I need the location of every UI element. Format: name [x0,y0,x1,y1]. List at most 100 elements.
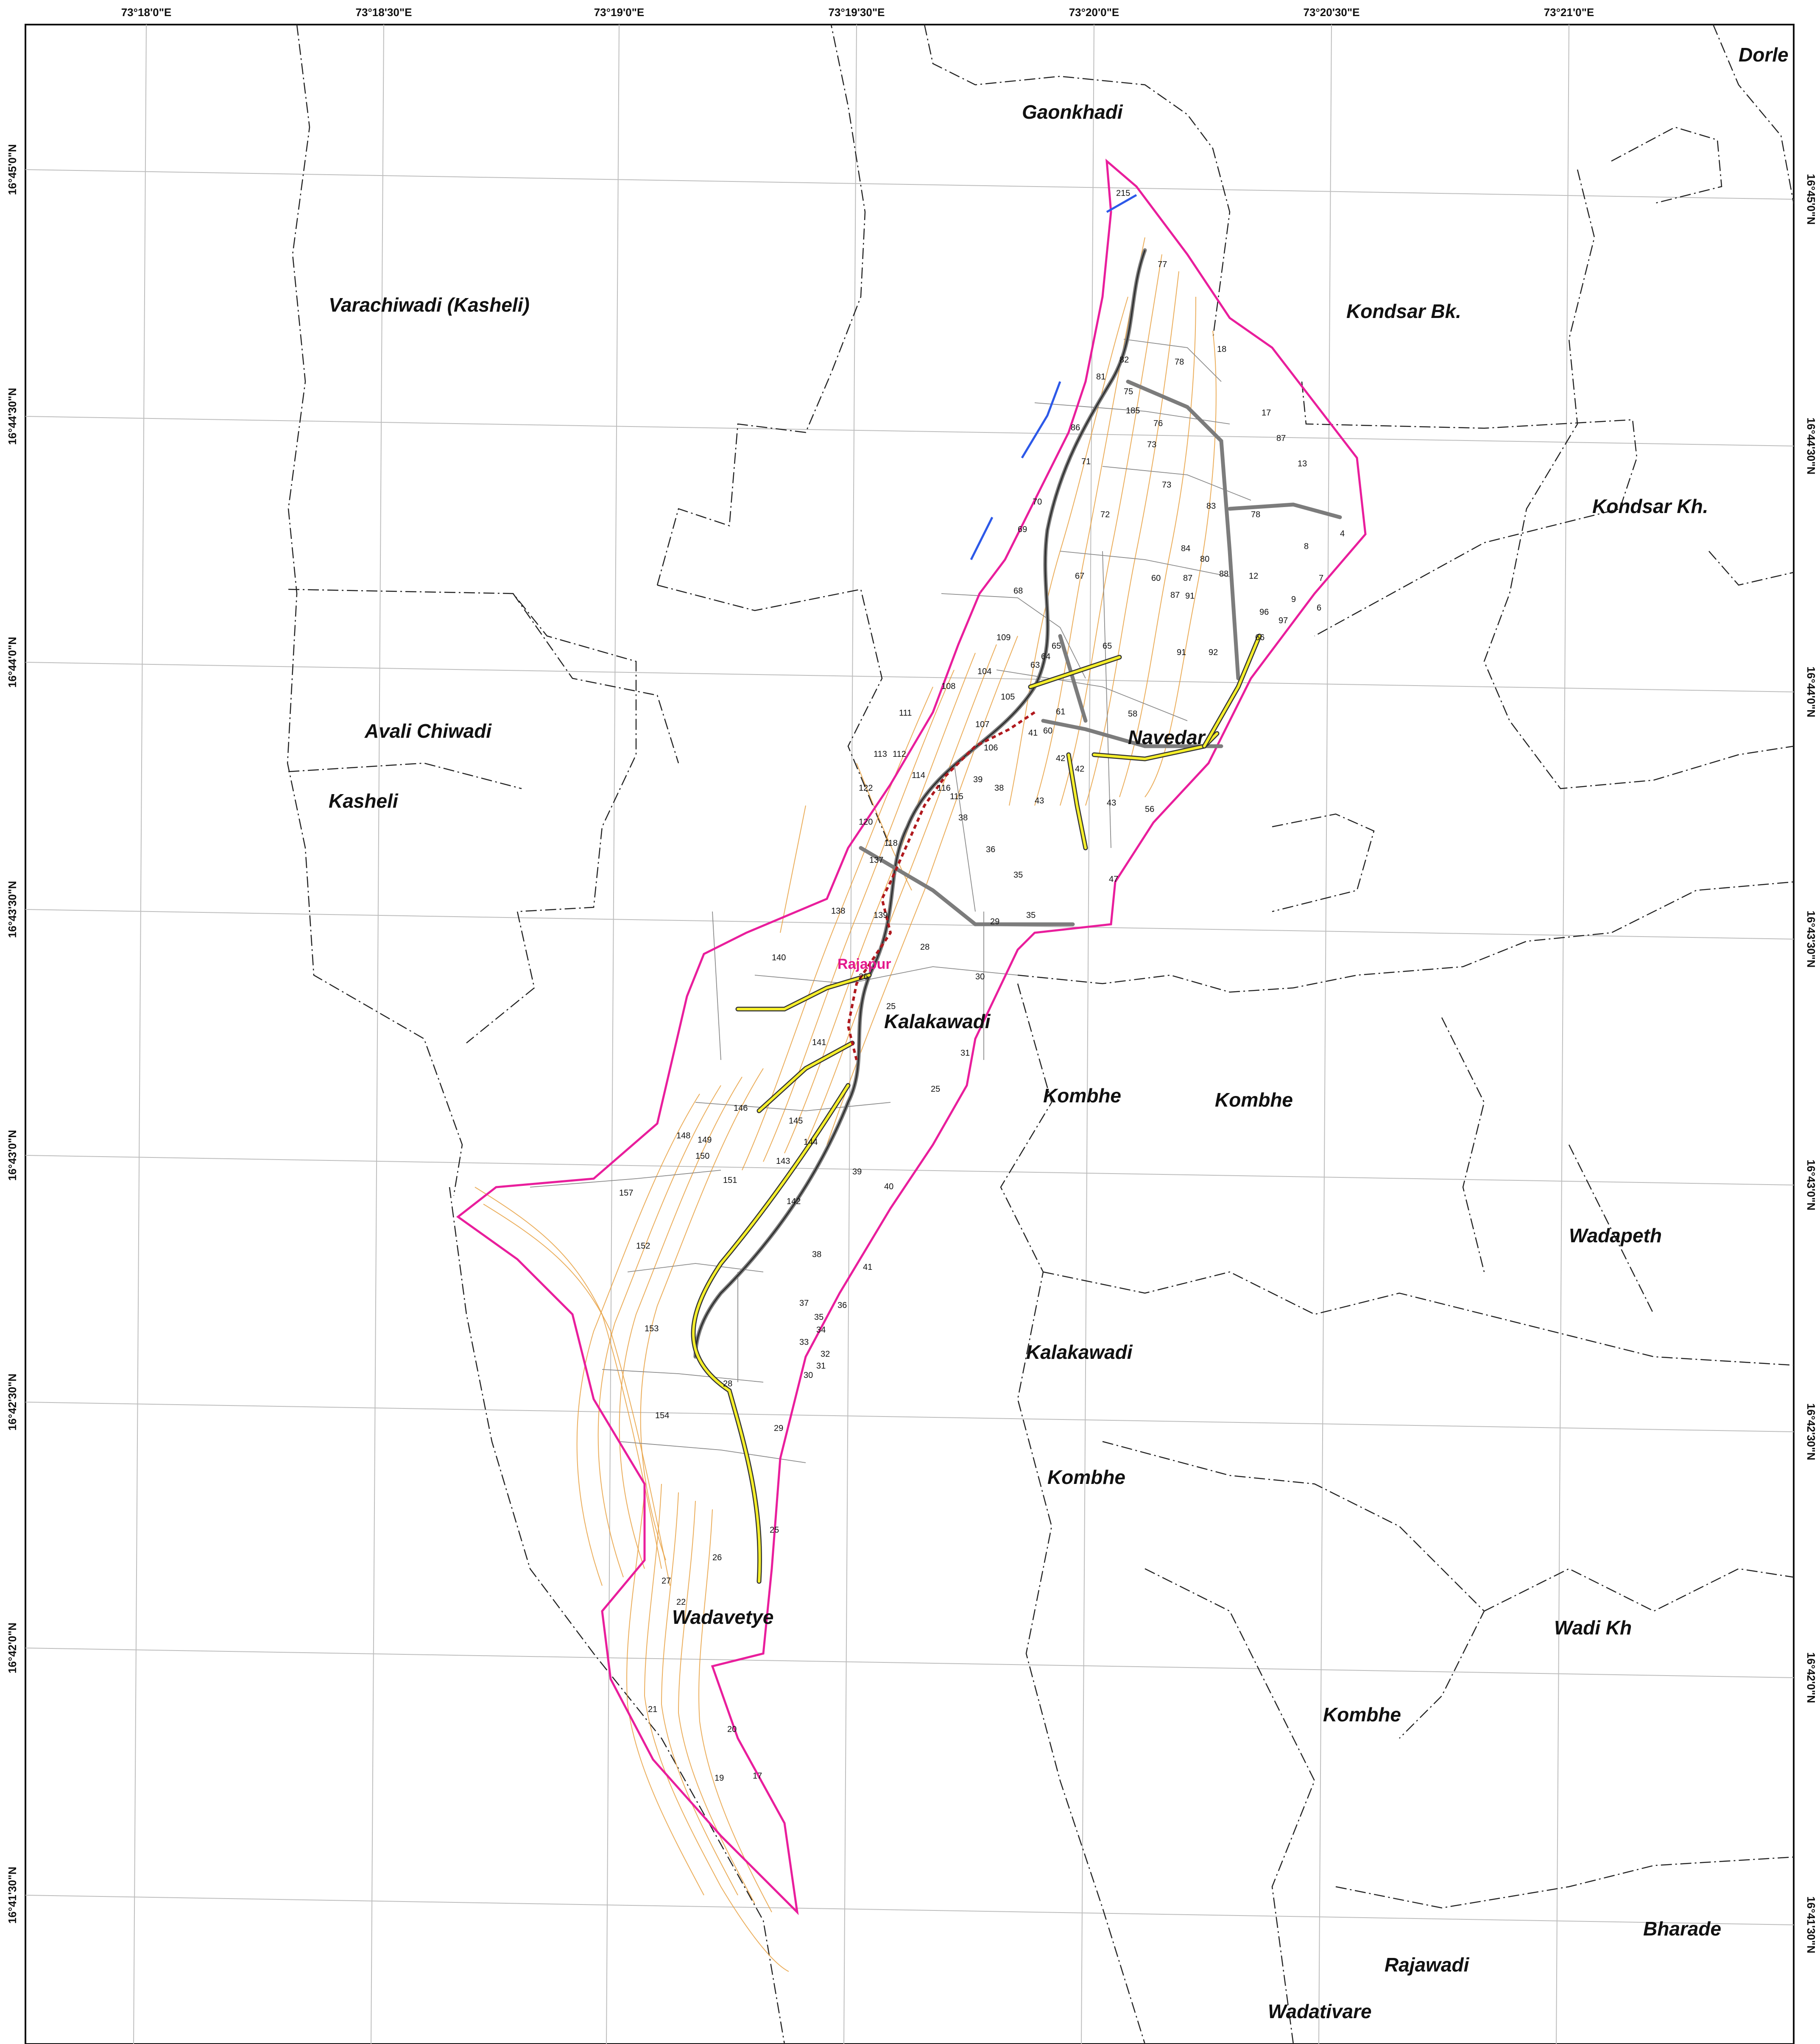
lat-label: 16°43'0"N [6,1130,19,1181]
parcel-number: 19 [715,1774,724,1783]
lat-label: 16°42'30"N [6,1374,19,1431]
parcel-number: 78 [1251,510,1260,519]
parcel-number: 12 [1249,572,1258,581]
parcel-number: 28 [723,1379,732,1389]
village-label: Wadapeth [1569,1224,1662,1246]
parcel-number: 39 [973,775,983,784]
parcel-number: 144 [804,1138,818,1147]
parcel-number: 36 [986,845,995,854]
parcel-number: 139 [874,911,888,920]
parcel-number: 104 [977,667,991,676]
parcel-number: 47 [1109,875,1118,884]
parcel-number: 65 [1103,641,1112,651]
lon-label: 73°18'0"E [121,6,172,19]
parcel-number: 63 [1030,661,1040,670]
parcel-number: 115 [950,792,963,801]
parcel-number: 149 [698,1135,712,1145]
parcel-number: 87 [1170,591,1180,600]
parcel-number: 96 [1259,608,1269,617]
parcel-number: 105 [1001,692,1015,702]
village-label: Wadativare [1268,2000,1372,2022]
parcel-number: 141 [812,1038,826,1047]
water-channel [970,194,1137,560]
parcel-number: 82 [1119,355,1129,365]
parcel-number: 29 [774,1424,783,1433]
parcel-number: 122 [859,784,873,793]
parcel-number: 36 [837,1301,847,1310]
parcel-number: 17 [753,1771,762,1781]
parcel-number: 77 [1158,260,1167,269]
parcel-number: 140 [772,953,786,962]
lat-label: 16°44'0"N [6,637,19,688]
parcel-number: 35 [1013,870,1023,880]
parcel-number: 61 [1056,707,1065,717]
parcel-number: 8 [1304,542,1309,551]
parcel-number: 41 [1028,728,1038,738]
parcel-number: 118 [884,839,898,848]
parcel-number: 41 [863,1263,872,1272]
parcel-number: 111 [899,708,912,718]
parcel-number: 138 [831,906,845,916]
proposed-road [691,633,1262,1584]
graticule [25,24,1794,2044]
parcel-number: 32 [821,1350,830,1359]
parcel-number: 75 [1124,387,1133,396]
lat-label: 16°43'0"N [1805,1160,1817,1210]
village-label: Wadavetye [672,1606,774,1628]
parcel-number: 152 [636,1241,650,1251]
parcel-number: 91 [1177,648,1186,657]
village-label: Kombhe [1043,1085,1121,1107]
parcel-number: 150 [695,1152,709,1161]
lon-label: 73°20'30"E [1303,6,1359,19]
village-label: Bharade [1643,1918,1721,1940]
lat-label: 16°42'0"N [6,1623,19,1673]
lat-label: 16°43'30"N [1805,911,1817,968]
parcel-number: 40 [884,1182,893,1191]
parcel-number: 68 [1013,586,1023,596]
parcel-number: 87 [1183,574,1192,583]
village-label: Kombhe [1047,1466,1125,1488]
parcel-number: 87 [1276,434,1286,443]
parcel-number: 84 [1181,544,1190,553]
parcel-number: 34 [816,1325,826,1335]
parcel-number: 9 [1291,595,1296,604]
parcel-number: 116 [937,784,951,793]
parcel-number: 66 [1255,633,1265,642]
parcel-number: 65 [1052,641,1061,651]
parcel-number: 73 [1162,480,1171,490]
parcel-number: 25 [886,1002,896,1011]
lat-label: 16°45'0"N [1805,174,1817,225]
village-label: Kalakawadi [1026,1341,1133,1363]
parcel-number: 137 [869,856,883,865]
parcel-number: 113 [874,750,887,759]
parcel-number: 157 [619,1188,633,1198]
parcel-number: 145 [789,1116,803,1126]
parcel-number: 42 [1056,754,1065,763]
parcel-number: 112 [893,750,906,759]
parcel-number: 58 [1128,709,1137,719]
lon-label: 73°19'0"E [594,6,645,19]
left-latitude-labels: 16°45'0"N 16°44'30"N 16°44'0"N 16°43'30"… [6,144,19,1924]
village-label: Navedar [1128,726,1206,748]
parcel-number: 35 [1026,911,1036,920]
parcel-number: 18 [1217,345,1226,354]
lon-label: 73°19'30"E [828,6,885,19]
parcel-number: 185 [1126,406,1140,415]
parcel-number: 37 [799,1299,809,1308]
parcel-number: 13 [1298,459,1307,468]
parcel-number: 4 [1340,529,1345,538]
parcel-number: 26 [712,1553,722,1562]
map-frame [25,24,1795,2044]
parcel-number: 26 [859,972,868,982]
parcel-number: 33 [799,1338,809,1347]
parcel-number: 97 [1278,616,1288,625]
parcel-number: 215 [1116,189,1130,198]
parcel-number: 80 [1200,555,1209,564]
parcel-number: 60 [1151,574,1161,583]
parcel-number: 153 [645,1324,659,1333]
parcel-number: 64 [1041,652,1050,661]
parcel-number: 38 [958,813,968,823]
parcel-number: 108 [941,682,955,691]
parcel-number: 17 [1262,408,1271,418]
